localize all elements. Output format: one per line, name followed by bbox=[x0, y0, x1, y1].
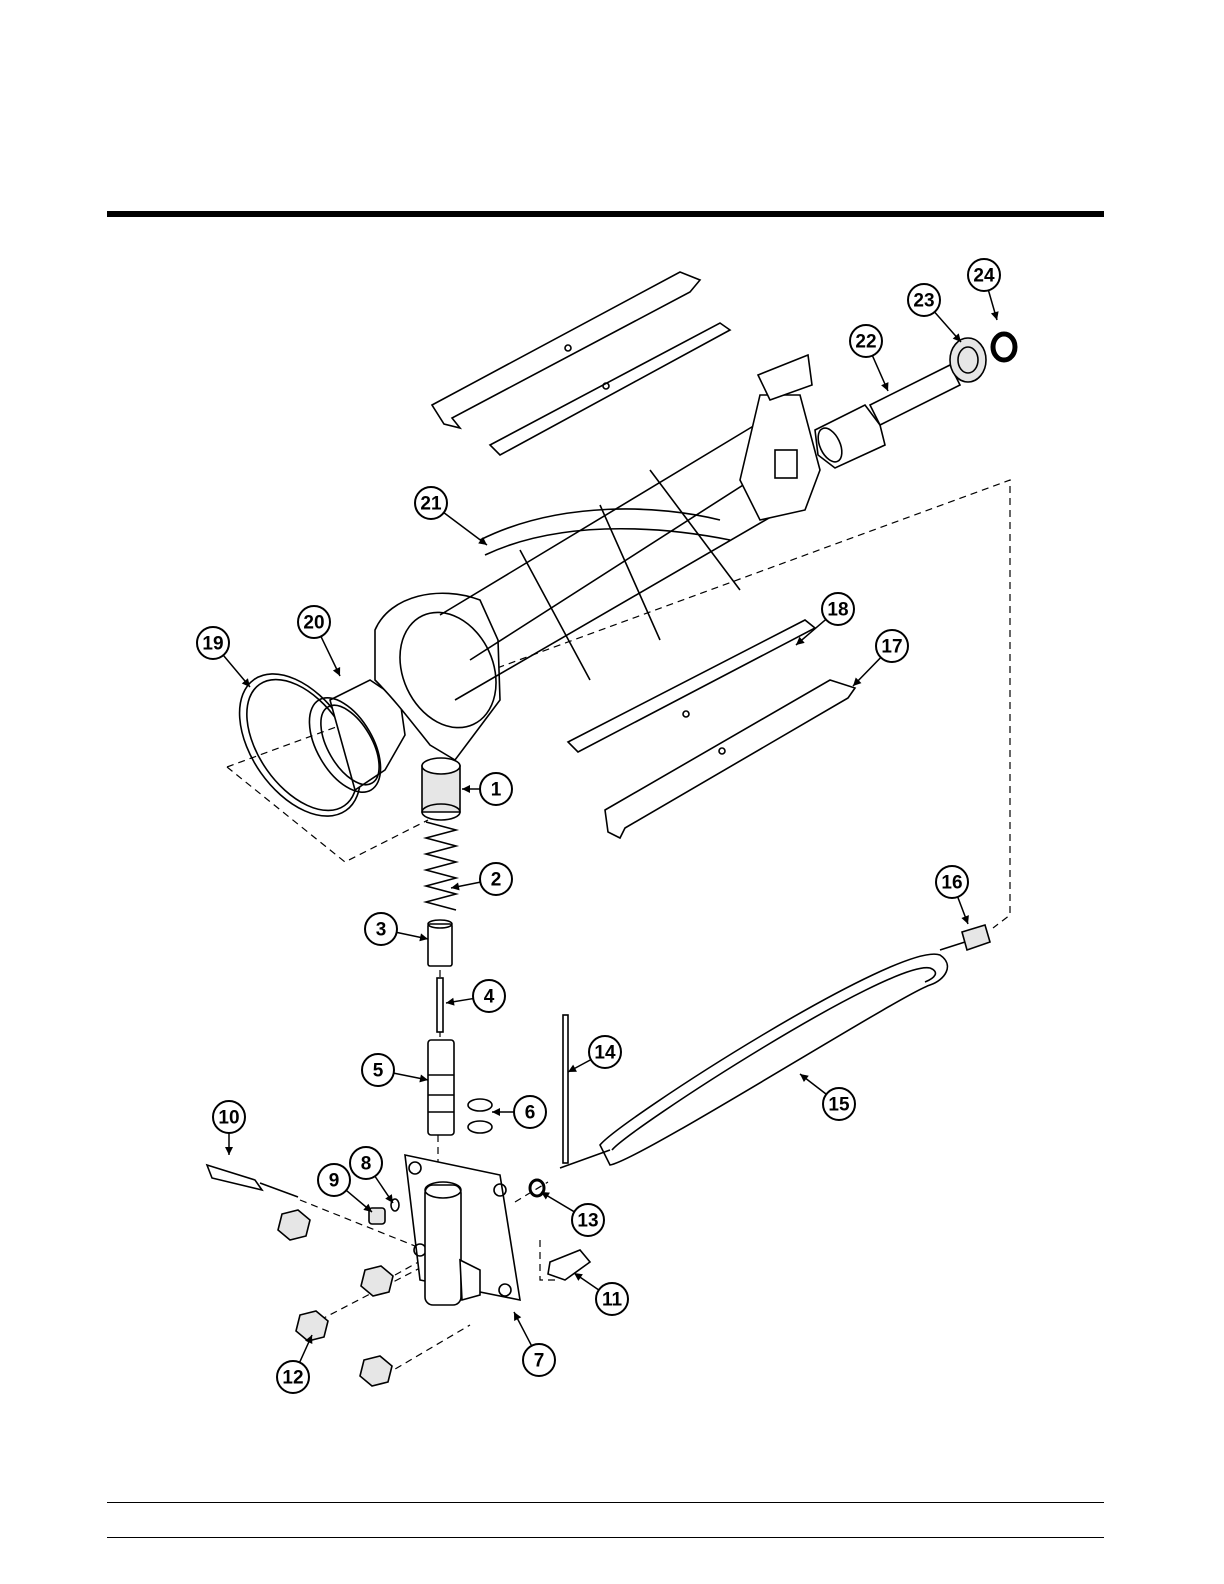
leader-arrowhead bbox=[446, 998, 455, 1006]
callout-number: 9 bbox=[329, 1171, 340, 1192]
callout-12: 12 bbox=[277, 1335, 312, 1393]
drive-shaft bbox=[813, 365, 960, 468]
adjustment-knob bbox=[369, 1208, 385, 1224]
scraper-blades-lower bbox=[568, 620, 855, 838]
callout-7: 7 bbox=[514, 1312, 555, 1376]
callout-19: 19 bbox=[197, 627, 250, 687]
callout-number: 6 bbox=[525, 1103, 536, 1124]
callout-14: 14 bbox=[568, 1036, 621, 1072]
callout-11: 11 bbox=[574, 1273, 628, 1315]
valve-cap bbox=[422, 758, 460, 820]
callout-4: 4 bbox=[446, 980, 505, 1012]
valve-o-rings bbox=[468, 1099, 492, 1133]
callout-number: 16 bbox=[941, 873, 962, 894]
callout-number: 14 bbox=[594, 1043, 616, 1064]
callout-23: 23 bbox=[908, 284, 961, 342]
draw-handle bbox=[207, 1165, 298, 1197]
callout-10: 10 bbox=[213, 1101, 245, 1155]
callout-2: 2 bbox=[451, 863, 512, 895]
callout-16: 16 bbox=[936, 866, 969, 924]
callout-21: 21 bbox=[415, 487, 487, 545]
callout-18: 18 bbox=[796, 593, 854, 645]
freezer-door-housing bbox=[405, 1155, 520, 1305]
callout-number: 8 bbox=[361, 1154, 372, 1175]
callout-number: 4 bbox=[484, 987, 495, 1008]
leader-arrowhead bbox=[385, 1194, 393, 1203]
callout-6: 6 bbox=[492, 1096, 546, 1128]
leader-arrowhead bbox=[451, 883, 460, 891]
callout-number: 2 bbox=[491, 870, 502, 891]
callout-24: 24 bbox=[968, 259, 1000, 320]
valve-pin bbox=[437, 978, 443, 1032]
callout-number: 12 bbox=[282, 1368, 303, 1389]
valve-stem bbox=[428, 1040, 454, 1135]
callout-20: 20 bbox=[298, 606, 340, 676]
callout-1: 1 bbox=[462, 773, 512, 805]
valve-spring bbox=[426, 822, 456, 910]
callout-number: 17 bbox=[881, 637, 902, 658]
leader-line bbox=[444, 513, 487, 545]
callout-number: 20 bbox=[303, 613, 324, 634]
connecting-rod bbox=[563, 1015, 568, 1163]
bearing-sleeve bbox=[295, 680, 405, 804]
callout-number: 10 bbox=[218, 1108, 239, 1129]
locking-plate bbox=[548, 1250, 590, 1280]
leader-arrowhead bbox=[492, 1108, 500, 1116]
leader-arrowhead bbox=[991, 311, 999, 320]
leader-arrowhead bbox=[419, 1075, 428, 1083]
drive-o-ring bbox=[993, 334, 1015, 360]
callout-13: 13 bbox=[541, 1192, 604, 1236]
callout-number: 24 bbox=[973, 266, 995, 287]
assembly-guide-lines bbox=[227, 480, 1010, 1375]
callout-number: 11 bbox=[602, 1290, 623, 1311]
valve-sleeve bbox=[428, 920, 452, 966]
callout-number: 3 bbox=[376, 920, 387, 941]
callout-number: 18 bbox=[827, 600, 848, 621]
callout-number: 19 bbox=[202, 634, 223, 655]
callout-number: 22 bbox=[855, 332, 876, 353]
leader-arrowhead bbox=[478, 537, 487, 545]
door-nuts bbox=[278, 1210, 393, 1386]
callout-3: 3 bbox=[365, 913, 428, 945]
callout-8: 8 bbox=[350, 1147, 393, 1203]
callout-15: 15 bbox=[800, 1074, 855, 1120]
callout-number: 15 bbox=[828, 1095, 850, 1116]
callout-number: 13 bbox=[577, 1211, 598, 1232]
leader-arrowhead bbox=[800, 1074, 809, 1082]
callout-5: 5 bbox=[362, 1054, 428, 1086]
beater-bushing bbox=[962, 925, 990, 950]
leader-arrowhead bbox=[225, 1147, 233, 1155]
callout-number: 7 bbox=[534, 1351, 545, 1372]
leader-arrowhead bbox=[462, 785, 470, 793]
leader-arrowhead bbox=[419, 933, 428, 941]
callout-number: 21 bbox=[420, 494, 442, 515]
leader-arrowhead bbox=[574, 1273, 583, 1281]
callout-number: 23 bbox=[913, 291, 934, 312]
callout-17: 17 bbox=[853, 630, 908, 686]
callout-number: 5 bbox=[373, 1061, 384, 1082]
callout-number: 1 bbox=[491, 780, 502, 801]
drive-bushing bbox=[950, 338, 986, 382]
scraper-blades-upper bbox=[432, 272, 730, 455]
callout-22: 22 bbox=[850, 325, 888, 391]
